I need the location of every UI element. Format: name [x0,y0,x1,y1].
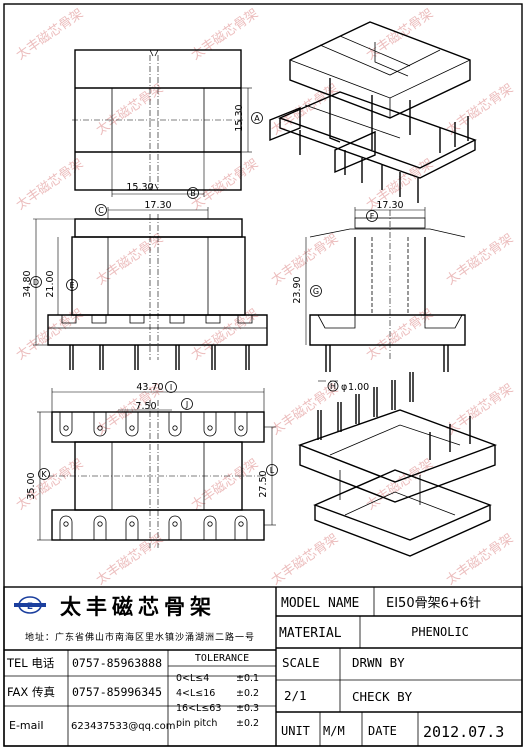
watermark-text: 太丰磁芯骨架 [189,456,262,513]
marker-h: H [330,382,336,391]
date-value: 2012.07.3 [423,723,504,741]
top-view: 15.30 A 15.30 B [72,49,263,199]
dim-e-text: 21.00 [45,270,56,297]
tolerance-range: 4<L≤16 [176,688,215,699]
tolerance-value: ±0.3 [236,703,259,714]
marker-f: F [370,212,375,221]
dim-d-text: 34.80 [22,270,33,297]
drwn-label: DRWN BY [352,655,405,670]
dim-k-text: 35.00 [26,472,37,499]
fax-label: FAX 传真 [7,685,55,699]
marker-c: C [98,206,104,215]
watermark-text: 太丰磁芯骨架 [94,81,167,138]
marker-a: A [254,114,260,123]
watermark-text: 太丰磁芯骨架 [189,6,262,63]
marker-k: K [41,470,47,479]
watermark-text: 太丰磁芯骨架 [189,156,262,213]
dim-g-text: 23.90 [292,276,303,303]
marker-d: D [33,278,39,287]
title-block: E 太丰磁芯骨架 地址：广东省佛山市南海区里水镇沙涌湖洲二路一号 TEL 电话 … [3,586,523,747]
side-view: 17.30 F 23.90 G H φ 1.00 [292,200,466,393]
tolerance-range: 16<L≤63 [176,703,221,714]
tolerance-value: ±0.2 [236,688,259,699]
marker-e: E [69,281,74,290]
watermark-text: 太丰磁芯骨架 [94,231,167,288]
tolerance-title: TOLERANCE [195,653,249,664]
unit-value: M/M [323,724,345,738]
dim-l-text: 27.50 [258,470,269,497]
dim-f-text: 17.30 [376,200,403,211]
dim-i-text: 43.70 [136,382,163,393]
watermark-text: 太丰磁芯骨架 [364,6,437,63]
watermark-text: 太丰磁芯骨架 [364,456,437,513]
fax-value: 0757-85996345 [72,685,162,699]
marker-b: B [190,189,196,198]
check-label: CHECK BY [352,689,413,704]
watermark-text: 太丰磁芯骨架 [269,531,342,588]
material-value: PHENOLIC [411,625,469,639]
dim-b-text: 15.30 [126,182,153,193]
scale-value: 2/1 [284,688,307,703]
isometric-view-bottom [297,372,498,557]
tolerance-value: ±0.2 [236,718,259,729]
tel-value: 0757-85963888 [72,656,162,670]
email-value: 623437533@qq.com [71,721,176,732]
dim-j-text: 7.50 [135,401,156,412]
marker-i: I [170,383,172,392]
material-label: MATERIAL [279,626,342,641]
tolerance-value: ±0.1 [236,673,259,684]
tolerance-range: 0<L≤4 [176,673,209,684]
front-view: C 17.30 34.80 D 21.00 E [22,200,268,370]
watermark-text: 太丰磁芯骨架 [444,531,517,588]
company-name: 太丰磁芯骨架 [60,595,216,619]
tel-label: TEL 电话 [6,656,55,670]
bottom-view: 43.70 I 7.50 J 35.00 K 27.50 L [26,381,278,548]
model-label: MODEL NAME [281,596,359,611]
email-label: E-maiI [9,719,44,732]
watermark-text: 太丰磁芯骨架 [269,231,342,288]
unit-label: UNIT [281,724,310,738]
dim-c-text: 17.30 [144,200,171,211]
tolerance-range: pin pitch [176,718,217,729]
watermark-text: 太丰磁芯骨架 [444,231,517,288]
scale-label: SCALE [282,655,320,670]
company-logo: E [14,596,46,614]
dim-h-text: 1.00 [348,382,369,393]
dim-h-prefix: φ [341,382,347,393]
svg-text:E: E [27,602,33,612]
dim-a-text: 15.30 [234,104,245,131]
date-label: DATE [368,724,397,738]
marker-g: G [313,287,319,296]
company-address: 地址：广东省佛山市南海区里水镇沙涌湖洲二路一号 [25,631,255,643]
marker-l: L [270,466,275,475]
model-value: EI50骨架6+6针 [386,596,481,611]
isometric-view-top [269,21,477,203]
marker-j: J [185,400,188,409]
